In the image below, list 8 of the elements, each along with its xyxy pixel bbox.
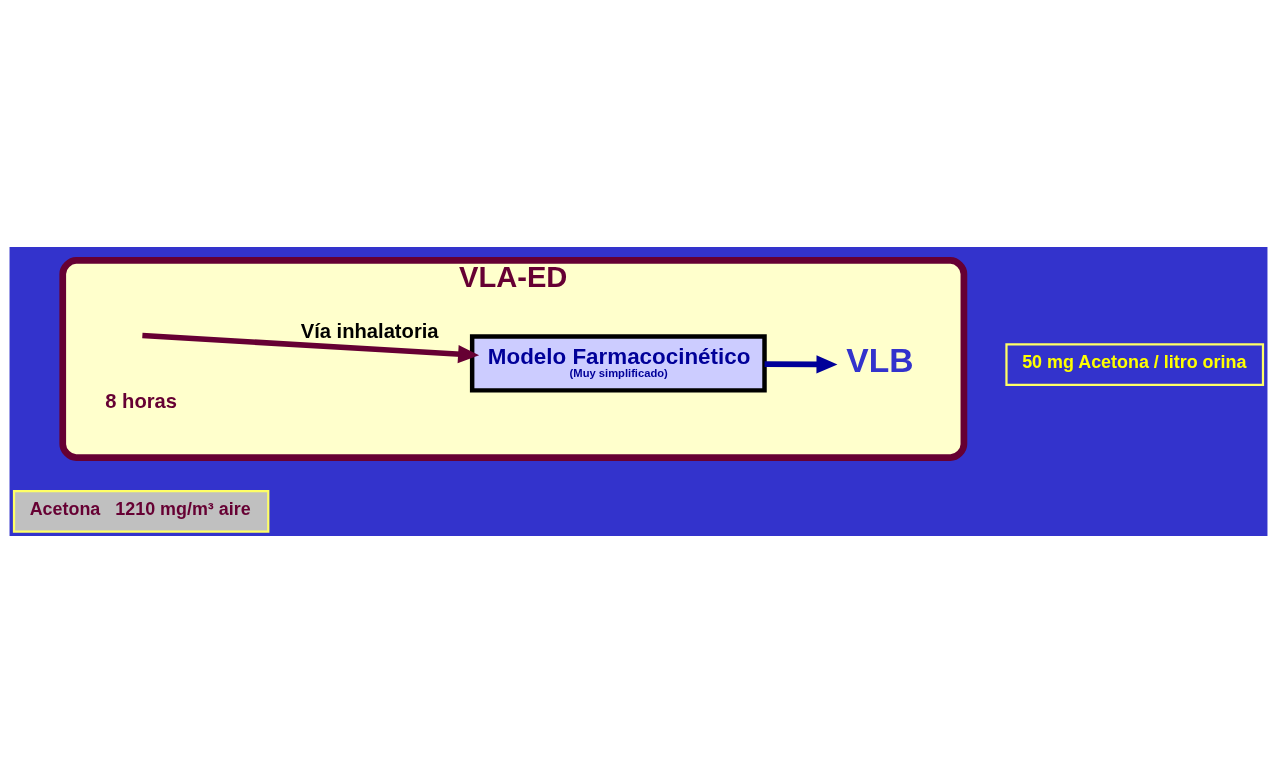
arrow [764,354,838,373]
edge-label: Vía inhalatoria [300,319,439,342]
node-box: Acetona 1210 mg/m³ aire [12,489,270,533]
arrow [142,332,480,363]
node-box: 50 mg Acetona / litro orina [1005,342,1265,386]
label: 8 horas [105,389,178,412]
node-box: Modelo Farmacocinético (Muy simplificado) [469,333,767,393]
node-text: VLB [846,341,914,379]
